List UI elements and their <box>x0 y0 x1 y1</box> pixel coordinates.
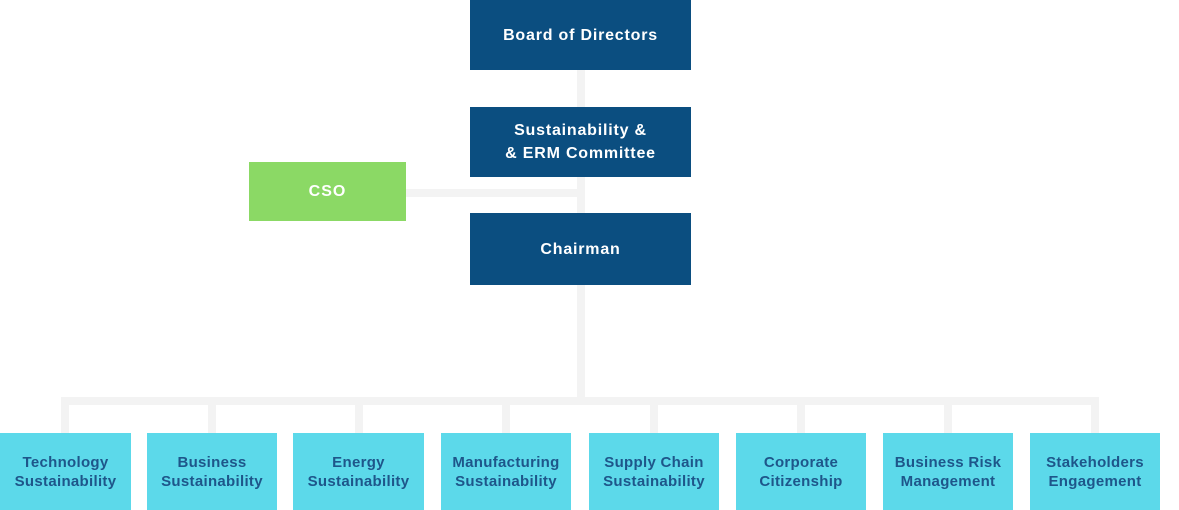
department-label-line2: Citizenship <box>759 472 843 490</box>
connector-committee-chairman <box>577 177 585 213</box>
chairman-node: Chairman <box>470 213 691 285</box>
department-node-stakeholders-engagement: Stakeholders Engagement <box>1030 433 1160 510</box>
connector-departments-branch <box>61 397 1099 405</box>
cso-node: CSO <box>249 162 406 221</box>
committee-label-line1: Sustainability & <box>514 122 647 139</box>
department-label-line2: Sustainability <box>307 472 410 490</box>
department-node-technology-sustainability: Technology Sustainability <box>0 433 131 510</box>
connector-stub-business-sustainability <box>208 397 216 433</box>
department-label-line1: Business Risk <box>894 453 1002 471</box>
connector-stub-stakeholders-engagement <box>1091 397 1099 433</box>
connector-cso-horizontal <box>406 189 581 197</box>
department-node-business-sustainability: Business Sustainability <box>147 433 277 510</box>
department-label-line2: Sustainability <box>161 472 263 490</box>
connector-stub-supply-chain-sustainability <box>650 397 658 433</box>
department-label-line2: Engagement <box>1048 472 1142 490</box>
department-label-line2: Sustainability <box>14 472 117 490</box>
department-label-line1: Manufacturing <box>452 453 560 471</box>
connector-stub-energy-sustainability <box>355 397 363 433</box>
department-node-business-risk-management: Business Risk Management <box>883 433 1013 510</box>
cso-label: CSO <box>308 182 347 200</box>
chairman-label: Chairman <box>540 240 621 258</box>
connector-stub-technology-sustainability <box>61 397 69 433</box>
connector-board-committee <box>577 70 585 107</box>
department-node-manufacturing-sustainability: Manufacturing Sustainability <box>441 433 571 510</box>
department-node-corporate-citizenship: Corporate Citizenship <box>736 433 866 510</box>
connector-stub-business-risk-management <box>944 397 952 433</box>
board-of-directors-label: Board of Directors <box>503 26 658 44</box>
department-node-energy-sustainability: Energy Sustainability <box>293 433 424 510</box>
department-label-line1: Stakeholders <box>1046 453 1144 471</box>
department-label-line2: Management <box>900 472 996 490</box>
department-label-line2: Sustainability <box>455 472 557 490</box>
connector-stub-corporate-citizenship <box>797 397 805 433</box>
connector-stub-manufacturing-sustainability <box>502 397 510 433</box>
sustainability-erm-committee-node: Sustainability & & ERM Committee <box>470 107 691 177</box>
department-label-line1: Corporate <box>763 453 839 471</box>
department-label-line1: Business <box>177 453 247 471</box>
committee-label-line2: & ERM Committee <box>505 145 656 162</box>
department-node-supply-chain-sustainability: Supply Chain Sustainability <box>589 433 719 510</box>
department-label-line1: Supply Chain <box>604 453 704 471</box>
department-label-line2: Sustainability <box>603 472 705 490</box>
department-label-line1: Energy <box>332 453 385 471</box>
connector-chairman-trunk <box>577 285 585 405</box>
department-label-line1: Technology <box>22 453 109 471</box>
board-of-directors-node: Board of Directors <box>470 0 691 70</box>
